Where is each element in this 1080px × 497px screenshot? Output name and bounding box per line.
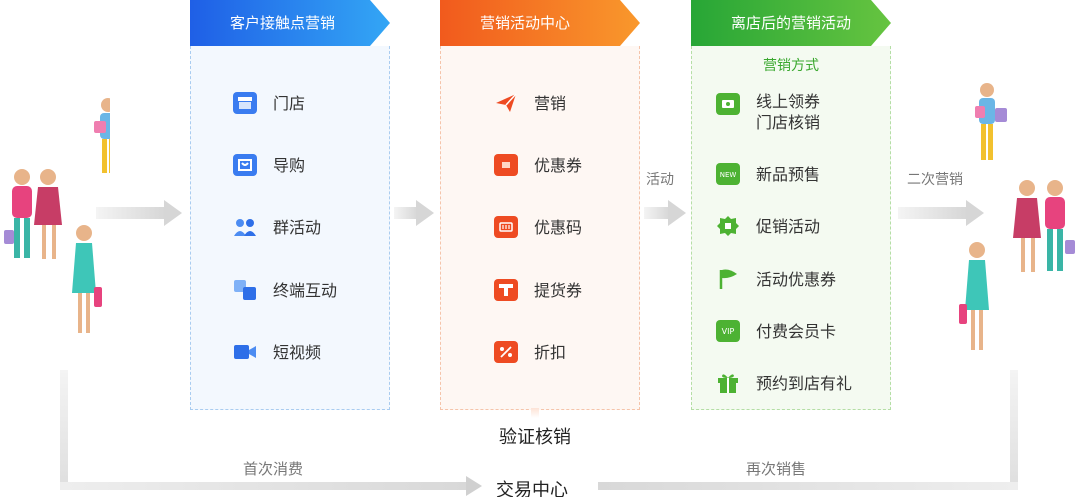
item-label: 短视频 <box>273 342 322 362</box>
percent-icon <box>494 341 518 363</box>
loop-left-line <box>60 370 68 490</box>
loop-bottom-left-line <box>60 482 470 490</box>
customers-group-right-icon <box>959 83 1075 350</box>
svg-text:NEW: NEW <box>720 171 737 179</box>
list-item-paid-membership: VIP 付费会员卡 <box>716 320 836 342</box>
column-header-post-visit: 离店后的营销活动 <box>691 0 891 46</box>
new-badge-icon: NEW <box>716 163 740 185</box>
verify-connector <box>531 408 539 418</box>
list-item-marketing: 营销 <box>494 92 566 114</box>
list-item-promo-code: 优惠码 <box>494 216 582 238</box>
list-item-online-coupon: 线上领券 门店核销 <box>716 91 820 133</box>
list-item-pickup-coupon: 提货券 <box>494 279 582 301</box>
marketing-methods-title: 营销方式 <box>763 58 819 74</box>
gift-icon <box>716 372 740 394</box>
shopping-bag-icon <box>233 154 257 176</box>
pickup-coupon-icon <box>494 279 518 301</box>
svg-text:VIP: VIP <box>722 327 735 336</box>
list-item-appointment-gift: 预约到店有礼 <box>716 372 852 394</box>
flag-icon <box>716 268 740 290</box>
item-label: 促销活动 <box>756 216 821 236</box>
column-body-touchpoints <box>190 46 390 410</box>
promo-icon <box>716 215 740 237</box>
item-label: 新品预售 <box>756 164 821 184</box>
list-item-guide: 导购 <box>233 154 305 176</box>
group-icon <box>233 216 257 238</box>
coupon-icon <box>494 154 518 176</box>
store-icon <box>233 92 257 114</box>
trade-center-label: 交易中心 <box>496 480 568 497</box>
repurchase-label: 再次销售 <box>746 460 807 478</box>
loop-arrow-tip <box>466 476 482 496</box>
item-label: 线上领券 <box>756 92 821 111</box>
activity-label: 活动 <box>646 172 674 188</box>
customers-group-left-icon <box>4 98 110 333</box>
code-icon <box>494 216 518 238</box>
item-label: 终端互动 <box>273 280 338 300</box>
item-label-line2: 门店核销 <box>756 113 821 132</box>
item-label: 导购 <box>273 155 306 175</box>
vip-icon: VIP <box>716 320 740 342</box>
column-header-touchpoints: 客户接触点营销 <box>190 0 390 46</box>
item-label: 群活动 <box>273 217 322 237</box>
flow-arrow-2 <box>394 200 434 226</box>
loop-right-line <box>1010 370 1018 490</box>
item-label: 活动优惠券 <box>756 269 837 289</box>
list-item-activity-coupon: 活动优惠券 <box>716 268 836 290</box>
verify-label: 验证核销 <box>499 427 571 448</box>
item-label: 优惠券 <box>534 155 583 175</box>
item-label: 付费会员卡 <box>756 321 837 341</box>
list-item-coupon: 优惠券 <box>494 154 582 176</box>
first-purchase-label: 首次消费 <box>243 460 304 478</box>
list-item-presale: NEW 新品预售 <box>716 163 820 185</box>
list-item-discount: 折扣 <box>494 341 566 363</box>
video-icon <box>233 341 257 363</box>
online-coupon-icon <box>716 93 740 115</box>
list-item-group-activity: 群活动 <box>233 216 321 238</box>
item-label: 预约到店有礼 <box>756 373 853 393</box>
second-marketing-label: 二次营销 <box>907 172 963 188</box>
list-item-promotion: 促销活动 <box>716 215 820 237</box>
interact-icon <box>233 279 257 301</box>
item-label: 门店 <box>273 93 306 113</box>
list-item-store: 门店 <box>233 92 305 114</box>
item-label: 提货券 <box>534 280 583 300</box>
item-label: 营销 <box>534 93 567 113</box>
column-header-campaign-center: 营销活动中心 <box>440 0 640 46</box>
flow-arrow-1 <box>96 200 182 226</box>
item-label: 优惠码 <box>534 217 583 237</box>
paper-plane-icon <box>494 92 518 114</box>
loop-bottom-right-line <box>598 482 1018 490</box>
list-item-short-video: 短视频 <box>233 341 321 363</box>
list-item-terminal-interaction: 终端互动 <box>233 279 337 301</box>
flow-arrow-4 <box>898 200 984 226</box>
flow-arrow-3 <box>644 200 686 226</box>
column-body-campaign-center <box>440 46 640 410</box>
item-label: 折扣 <box>534 342 567 362</box>
